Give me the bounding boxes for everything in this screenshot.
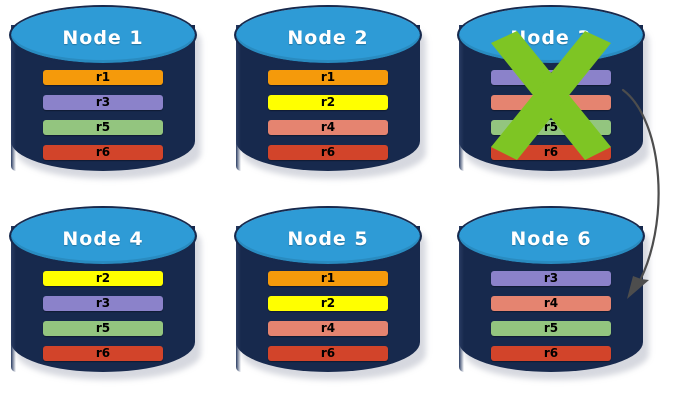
replica-bar[interactable]: r5 bbox=[491, 321, 611, 336]
node-title: Node 5 bbox=[287, 228, 369, 250]
replica-bar[interactable]: r6 bbox=[268, 346, 388, 361]
node-title: Node 6 bbox=[510, 228, 592, 250]
node-title: Node 1 bbox=[62, 27, 144, 49]
replica-bar[interactable]: r3 bbox=[43, 296, 163, 311]
replica-bar[interactable]: r6 bbox=[268, 145, 388, 160]
replica-bar[interactable]: r6 bbox=[43, 346, 163, 361]
replica-bar[interactable]: r6 bbox=[491, 346, 611, 361]
cylinder-top-rim bbox=[9, 206, 197, 266]
node-1[interactable]: Node 1 r1 r3 r5 r6 bbox=[9, 5, 201, 179]
replica-bar[interactable]: r5 bbox=[43, 321, 163, 336]
node-title: Node 3 bbox=[510, 27, 592, 49]
replica-bar[interactable]: r6 bbox=[491, 145, 611, 160]
replica-bar[interactable]: r5 bbox=[491, 120, 611, 135]
cylinder-top-rim bbox=[234, 5, 422, 65]
cylinder-top-ellipse bbox=[457, 206, 645, 266]
node-5[interactable]: Node 5 r1 r2 r4 r6 bbox=[234, 206, 426, 380]
cylinder-top-ellipse bbox=[9, 206, 197, 266]
replica-bar[interactable]: r1 bbox=[43, 70, 163, 85]
cylinder-top-rim bbox=[9, 5, 197, 65]
replica-bar[interactable]: r5 bbox=[43, 120, 163, 135]
replica-bar[interactable]: r4 bbox=[491, 95, 611, 110]
node-6[interactable]: Node 6 r3 r4 r5 r6 bbox=[457, 206, 649, 380]
node-3[interactable]: Node 3 r3 r4 r5 r6 bbox=[457, 5, 649, 179]
replica-list: r1 r3 r5 r6 bbox=[43, 70, 163, 160]
node-title: Node 2 bbox=[287, 27, 369, 49]
replica-bar[interactable]: r3 bbox=[491, 70, 611, 85]
replica-list: r3 r4 r5 r6 bbox=[491, 271, 611, 361]
node-title: Node 4 bbox=[62, 228, 144, 250]
node-2[interactable]: Node 2 r1 r2 r4 r6 bbox=[234, 5, 426, 179]
cylinder-top-ellipse bbox=[9, 5, 197, 65]
replica-bar[interactable]: r4 bbox=[268, 120, 388, 135]
replica-bar[interactable]: r3 bbox=[43, 95, 163, 110]
node-4[interactable]: Node 4 r2 r3 r5 r6 bbox=[9, 206, 201, 380]
replica-bar[interactable]: r2 bbox=[268, 95, 388, 110]
replica-list: r2 r3 r5 r6 bbox=[43, 271, 163, 361]
replica-bar[interactable]: r2 bbox=[43, 271, 163, 286]
cylinder-top-rim bbox=[234, 206, 422, 266]
replica-bar[interactable]: r4 bbox=[491, 296, 611, 311]
cylinder-top-ellipse bbox=[234, 5, 422, 65]
replica-bar[interactable]: r3 bbox=[491, 271, 611, 286]
replica-bar[interactable]: r1 bbox=[268, 70, 388, 85]
replica-list: r1 r2 r4 r6 bbox=[268, 271, 388, 361]
replica-list: r1 r2 r4 r6 bbox=[268, 70, 388, 160]
replica-bar[interactable]: r6 bbox=[43, 145, 163, 160]
replica-bar[interactable]: r2 bbox=[268, 296, 388, 311]
cylinder-top-ellipse bbox=[234, 206, 422, 266]
replica-list: r3 r4 r5 r6 bbox=[491, 70, 611, 160]
replica-bar[interactable]: r4 bbox=[268, 321, 388, 336]
replica-bar[interactable]: r1 bbox=[268, 271, 388, 286]
